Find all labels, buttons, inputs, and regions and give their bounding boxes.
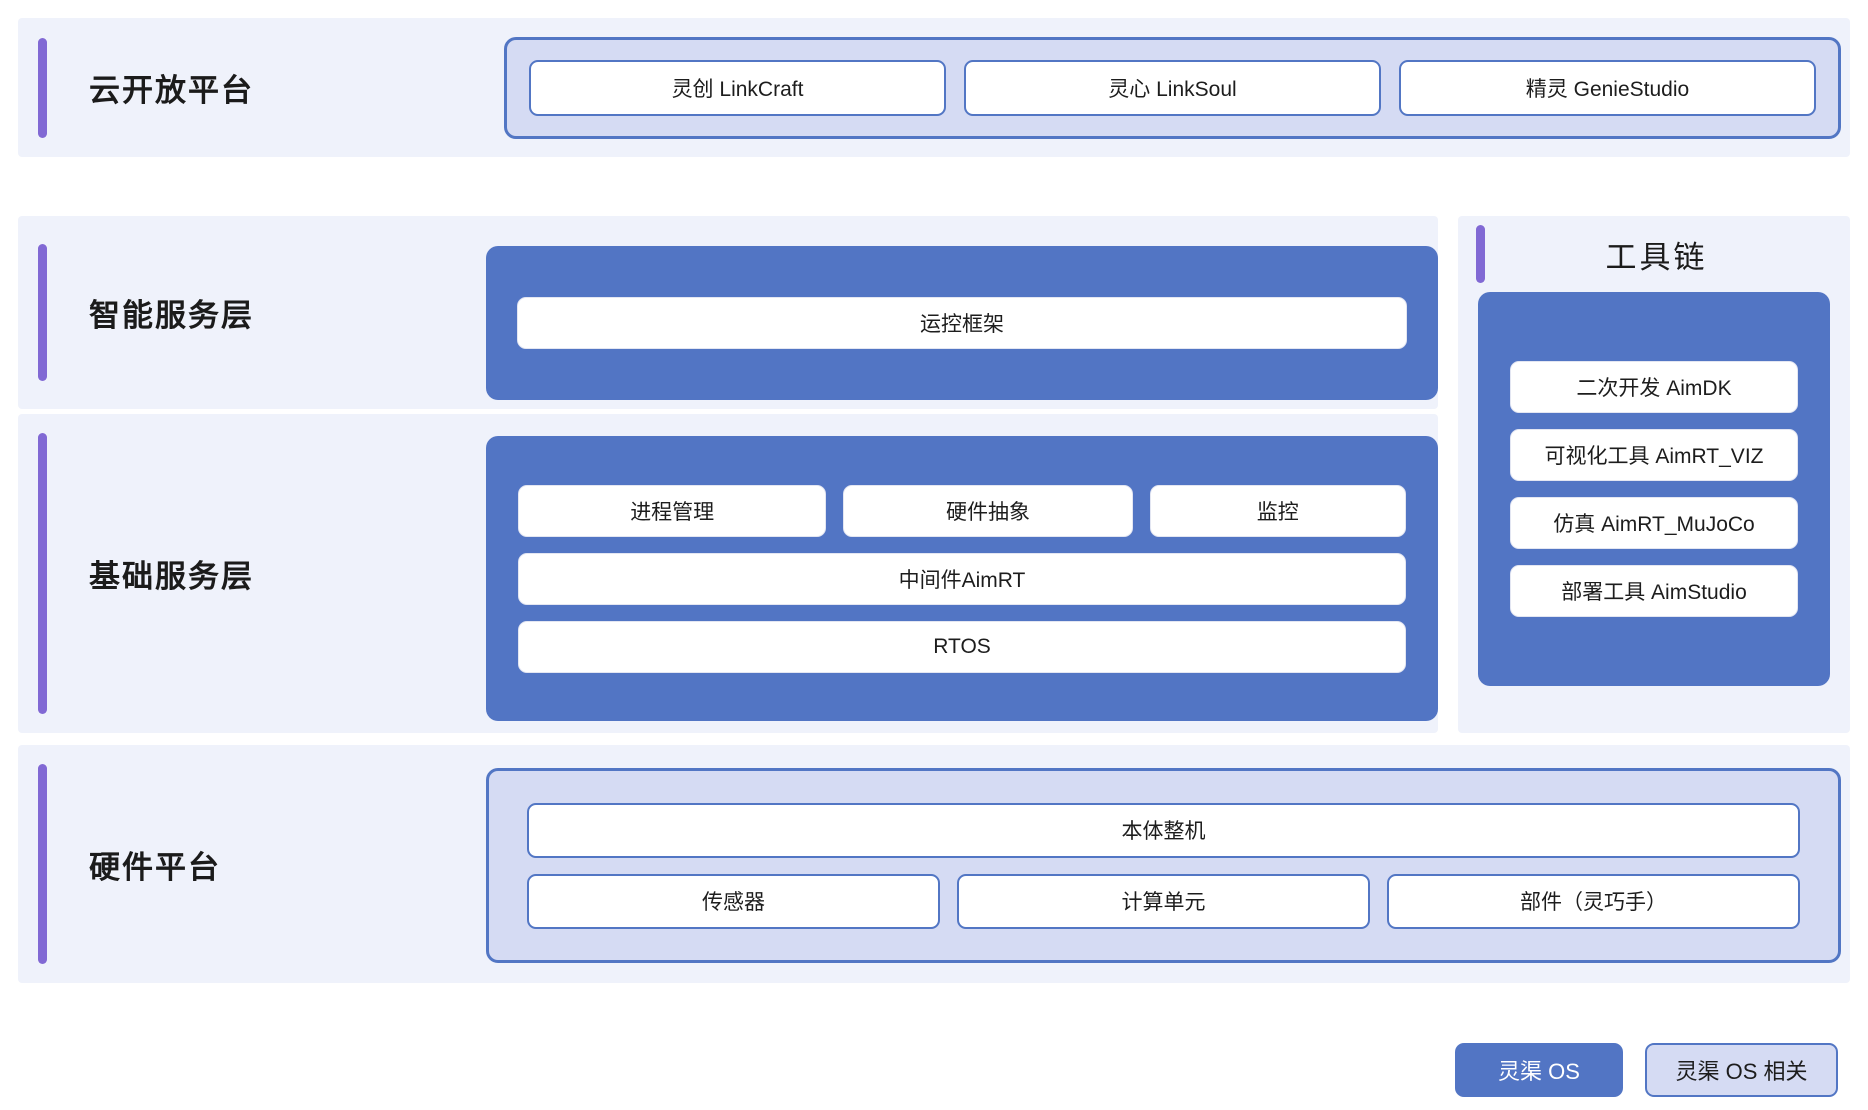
toolchain-header: 工具链 [1458, 216, 1850, 292]
hardware-item-compute-unit[interactable]: 计算单元 [957, 873, 1370, 929]
accent-bar-icon [38, 244, 47, 381]
hardware-platform-panel: 本体整机 传感器 计算单元 部件（灵巧手） [486, 768, 1841, 963]
hardware-bottom-row: 传感器 计算单元 部件（灵巧手） [527, 873, 1800, 929]
basic-service-top-row: 进程管理 硬件抽象 监控 [518, 484, 1406, 537]
row-basic-title: 基础服务层 [89, 559, 254, 594]
intelligent-item-motion-control-framework[interactable]: 运控框架 [517, 297, 1407, 349]
row-intelligent-title: 智能服务层 [89, 298, 254, 333]
toolchain-column: 工具链 二次开发 AimDK 可视化工具 AimRT_VIZ 仿真 AimRT_… [1458, 216, 1850, 733]
toolchain-item-aimrt-viz[interactable]: 可视化工具 AimRT_VIZ [1510, 429, 1798, 481]
basic-item-middleware-aimrt[interactable]: 中间件AimRT [518, 552, 1406, 605]
toolchain-title: 工具链 [1605, 239, 1708, 275]
accent-bar-icon [38, 764, 47, 964]
row-hardware-title: 硬件平台 [89, 849, 221, 885]
row-intelligent-label-group: 智能服务层 [38, 244, 254, 381]
row-hardware-platform: 硬件平台 本体整机 传感器 计算单元 部件（灵巧手） [18, 745, 1850, 983]
row-basic-service-layer: 基础服务层 进程管理 硬件抽象 监控 中间件AimRT RTOS [18, 414, 1438, 733]
basic-service-panel: 进程管理 硬件抽象 监控 中间件AimRT RTOS [486, 436, 1438, 721]
row-hardware-label-group: 硬件平台 [38, 764, 221, 964]
row-cloud-title: 云开放平台 [89, 73, 254, 108]
toolchain-item-aimstudio[interactable]: 部署工具 AimStudio [1510, 565, 1798, 617]
accent-bar-icon [1476, 225, 1485, 283]
row-basic-label-group: 基础服务层 [38, 433, 254, 714]
toolchain-item-aimdk[interactable]: 二次开发 AimDK [1510, 361, 1798, 413]
toolchain-item-aimrt-mujoco[interactable]: 仿真 AimRT_MuJoCo [1510, 497, 1798, 549]
hardware-item-main-unit[interactable]: 本体整机 [527, 802, 1800, 858]
row-cloud-open-platform: 云开放平台 灵创 LinkCraft 灵心 LinkSoul 精灵 GenieS… [18, 18, 1850, 157]
cloud-item-geniestudio[interactable]: 精灵 GenieStudio [1399, 60, 1816, 116]
accent-bar-icon [38, 433, 47, 714]
legend: 灵渠 OS 灵渠 OS 相关 [1455, 1043, 1838, 1097]
hardware-item-components-dexterous-hand[interactable]: 部件（灵巧手） [1387, 873, 1800, 929]
basic-item-monitoring[interactable]: 监控 [1149, 484, 1406, 537]
cloud-platform-panel: 灵创 LinkCraft 灵心 LinkSoul 精灵 GenieStudio [504, 37, 1841, 139]
hardware-item-sensors[interactable]: 传感器 [527, 873, 940, 929]
legend-item-lingqu-os-related[interactable]: 灵渠 OS 相关 [1645, 1043, 1838, 1097]
basic-item-hardware-abstraction[interactable]: 硬件抽象 [843, 484, 1133, 537]
cloud-item-linksoul[interactable]: 灵心 LinkSoul [964, 60, 1381, 116]
toolchain-panel: 二次开发 AimDK 可视化工具 AimRT_VIZ 仿真 AimRT_MuJo… [1478, 292, 1830, 686]
basic-item-rtos[interactable]: RTOS [518, 620, 1406, 673]
row-intelligent-service-layer: 智能服务层 运控框架 [18, 216, 1438, 409]
intelligent-service-panel: 运控框架 [486, 246, 1438, 400]
legend-item-lingqu-os[interactable]: 灵渠 OS [1455, 1043, 1623, 1097]
row-cloud-label-group: 云开放平台 [38, 37, 254, 138]
cloud-item-linkcraft[interactable]: 灵创 LinkCraft [529, 60, 946, 116]
basic-item-process-management[interactable]: 进程管理 [518, 484, 827, 537]
accent-bar-icon [38, 37, 47, 138]
